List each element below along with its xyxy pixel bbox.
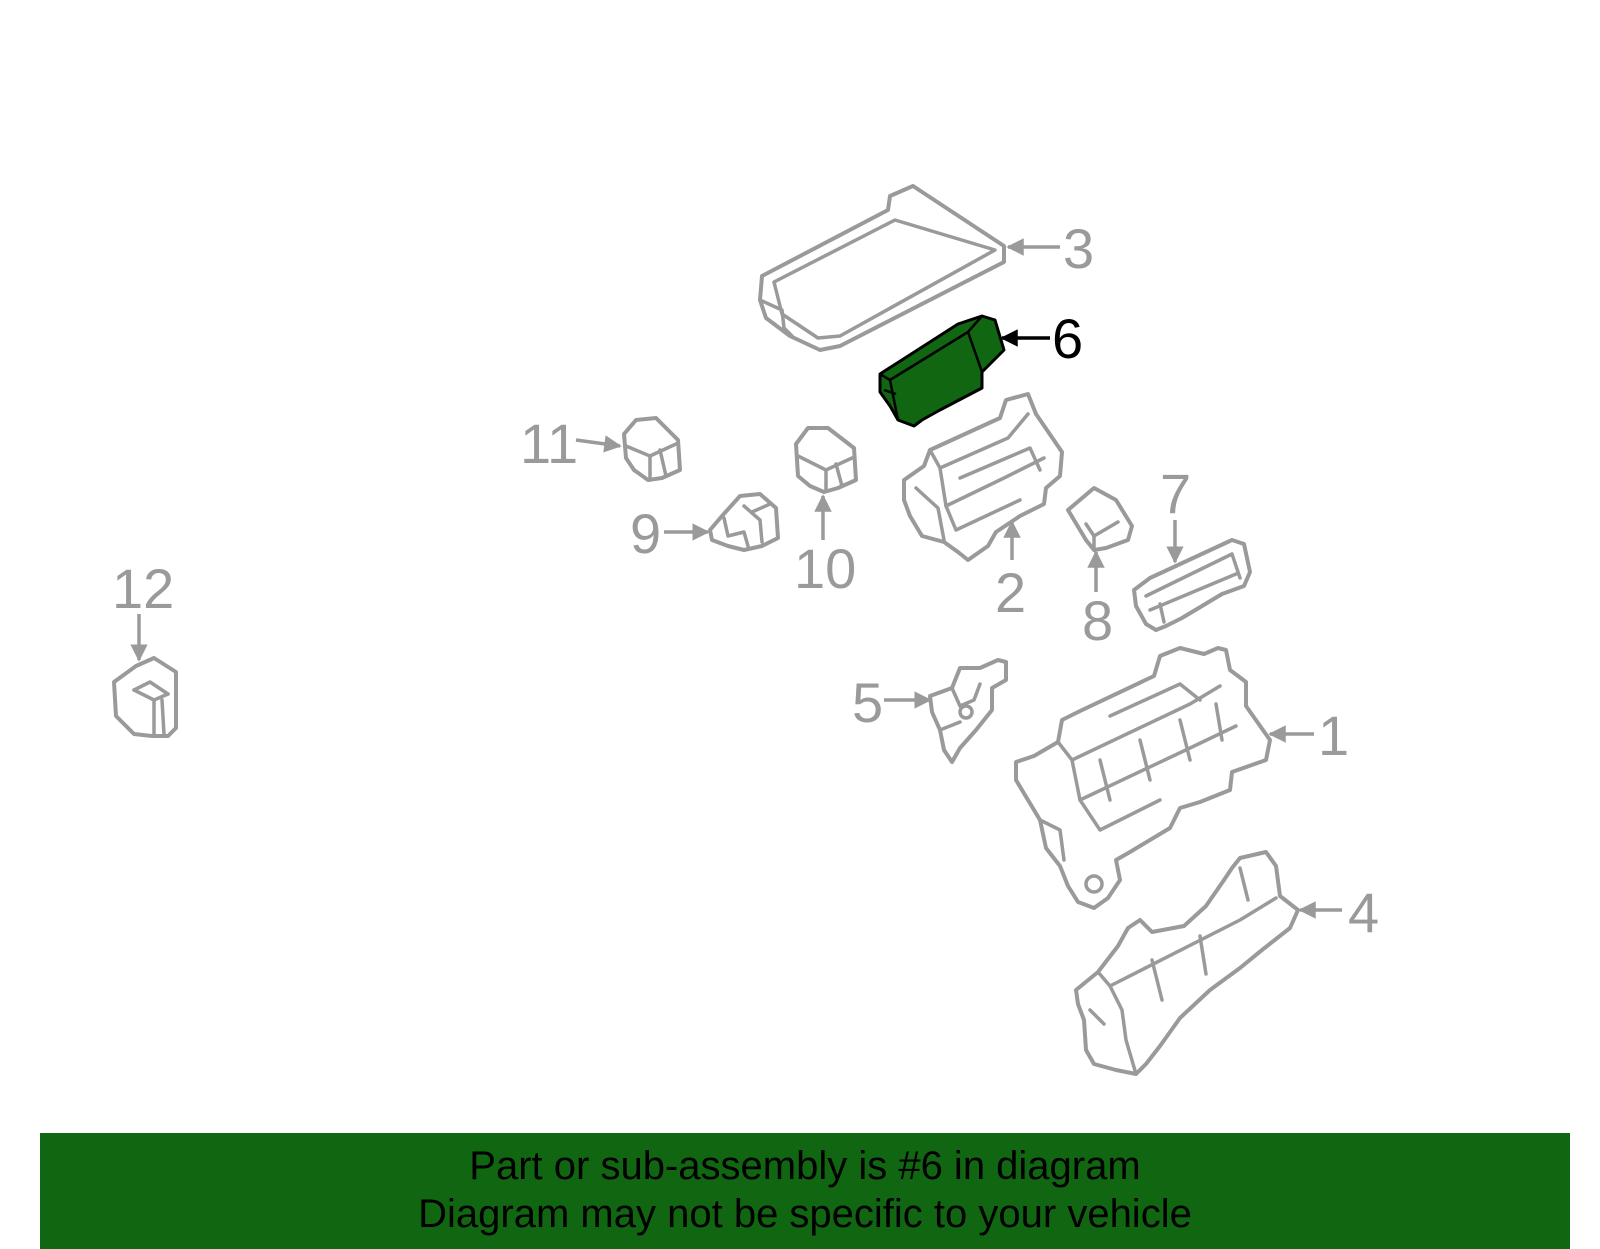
callout-7-label: 7	[1160, 462, 1191, 525]
part-7-fuse-block[interactable]	[1132, 538, 1252, 632]
callout-12-label: 12	[112, 557, 174, 620]
part-10-relay[interactable]	[794, 426, 858, 494]
callout-1: 1	[1268, 704, 1349, 767]
part-2-relay-block[interactable]	[902, 392, 1064, 562]
callout-9-label: 9	[630, 502, 661, 565]
callout-9: 9	[630, 502, 710, 565]
callout-2: 2	[995, 520, 1026, 624]
callout-7: 7	[1160, 462, 1191, 564]
callout-10-label: 10	[794, 537, 856, 600]
callout-6: 6	[1000, 307, 1083, 370]
banner-line-2: Diagram may not be specific to your vehi…	[418, 1192, 1192, 1236]
callout-4-label: 4	[1348, 881, 1379, 944]
callout-5: 5	[852, 671, 932, 734]
callout-6-label: 6	[1052, 307, 1083, 370]
callout-5-label: 5	[852, 671, 883, 734]
callout-11: 11	[520, 412, 622, 475]
callout-8-label: 8	[1082, 589, 1113, 652]
part-12-relay[interactable]	[112, 656, 178, 738]
part-3-cover[interactable]	[758, 184, 1006, 352]
part-1-housing[interactable]	[1014, 646, 1272, 910]
part-8-relay[interactable]	[1066, 486, 1134, 552]
callout-4: 4	[1298, 881, 1379, 944]
callout-8: 8	[1082, 550, 1113, 652]
info-banner: Part or sub-assembly is #6 in diagram Di…	[40, 1133, 1570, 1249]
part-5-bracket[interactable]	[928, 658, 1008, 764]
callout-3-label: 3	[1063, 217, 1094, 280]
banner-line-1: Part or sub-assembly is #6 in diagram	[469, 1144, 1141, 1188]
part-6-highlighted[interactable]	[878, 314, 1006, 428]
callout-11-label: 11	[520, 412, 578, 475]
callout-3: 3	[1006, 217, 1094, 280]
callout-2-label: 2	[995, 561, 1026, 624]
part-9-connector[interactable]	[708, 492, 780, 552]
part-11-relay[interactable]	[622, 416, 682, 482]
part-4-lower-cover[interactable]	[1074, 850, 1300, 1076]
callout-1-label: 1	[1318, 704, 1349, 767]
callout-10: 10	[794, 494, 856, 600]
callout-12: 12	[112, 557, 174, 662]
